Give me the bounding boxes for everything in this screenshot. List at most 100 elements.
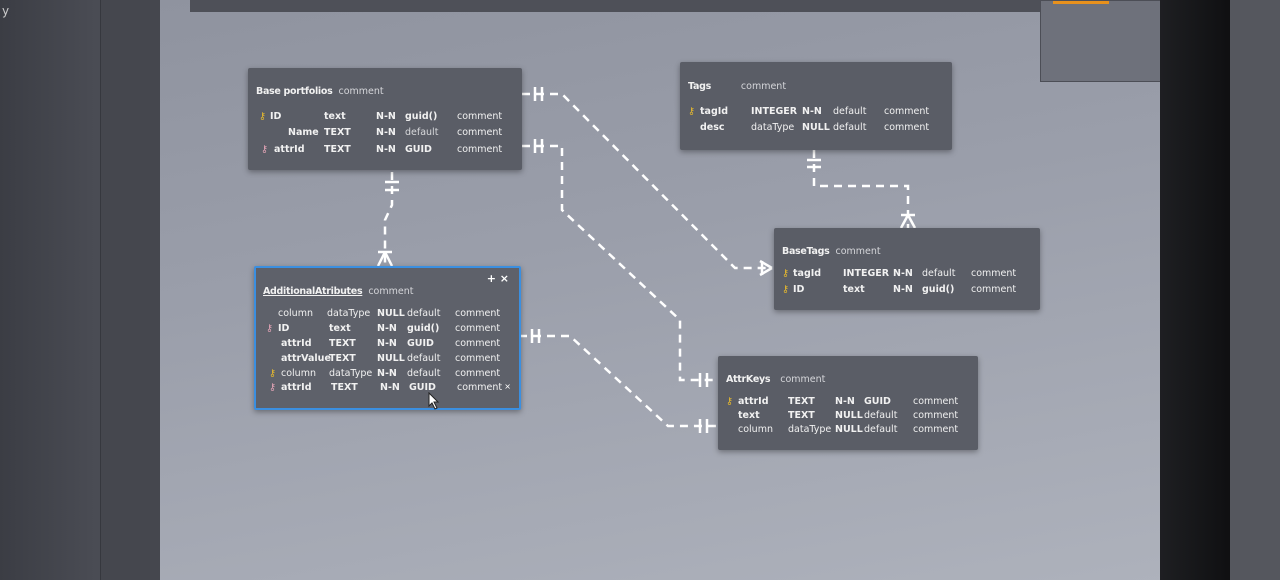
table-name[interactable]: Tags (688, 81, 711, 92)
column-null: NULL (802, 122, 830, 133)
relation-portfolio-attrkeys (522, 144, 718, 382)
table-base-portfolios[interactable]: Base portfolios comment ⚷ ID text N-N gui… (248, 68, 522, 170)
column-default: default (407, 368, 441, 379)
table-row[interactable]: Name TEXT N-N default comment (248, 127, 522, 142)
column-type: TEXT (324, 127, 351, 138)
column-null: N-N (376, 111, 396, 122)
key-icon: ⚷ (269, 368, 276, 379)
column-default: guid() (405, 111, 438, 122)
column-default: default (922, 268, 956, 279)
relation-portfolio-additional (383, 172, 394, 266)
table-row[interactable]: column dataType NULL default comment (256, 308, 519, 323)
column-comment: comment (884, 106, 930, 117)
table-name[interactable]: Base portfolios (256, 86, 333, 97)
column-name: attrId (281, 382, 312, 393)
column-default: guid() (922, 284, 955, 295)
column-comment: comment (913, 396, 959, 407)
canvas-toolbar (190, 0, 1040, 12)
column-name: Name (288, 127, 319, 138)
foreign-key-icon: ⚷ (269, 382, 276, 393)
key-icon: ⚷ (782, 268, 789, 279)
column-type: dataType (751, 122, 795, 133)
relation-additional-attrkeys (519, 334, 718, 428)
column-comment: comment (971, 284, 1017, 295)
table-name[interactable]: AdditionalAtributes (263, 286, 363, 297)
column-name: column (278, 308, 313, 319)
column-null: N-N (376, 144, 396, 155)
column-null: NULL (377, 308, 405, 319)
column-null: N-N (377, 368, 397, 379)
column-comment: comment (913, 410, 959, 421)
column-type: TEXT (331, 382, 358, 393)
key-icon: ⚷ (726, 396, 733, 407)
table-comment[interactable]: comment (835, 246, 881, 257)
column-comment: comment (455, 338, 501, 349)
table-basetags[interactable]: BaseTags comment ⚷ tagId INTEGER N-N defa… (774, 228, 1040, 310)
table-row[interactable]: ⚷ ID text N-N guid() comment (248, 111, 522, 126)
table-attrkeys[interactable]: AttrKeys comment ⚷ attrId TEXT N-N GUID c… (718, 356, 978, 450)
minimap-accent (1053, 1, 1109, 4)
table-name[interactable]: AttrKeys (726, 374, 771, 385)
column-null: N-N (893, 284, 913, 295)
column-null: N-N (376, 127, 396, 138)
table-row[interactable]: ⚷ ID text N-N guid() comment (256, 323, 519, 338)
column-default: default (407, 308, 441, 319)
table-comment[interactable]: comment (338, 86, 384, 97)
column-name: attrId (281, 338, 312, 349)
table-tools[interactable]: + × (486, 272, 509, 285)
table-row[interactable]: ⚷ attrId TEXT N-N GUID comment (718, 396, 978, 411)
table-row[interactable]: ⚷ tagId INTEGER N-N default comment (774, 268, 1040, 283)
key-icon: ⚷ (259, 111, 266, 122)
table-row[interactable]: attrId TEXT N-N GUID comment (256, 338, 519, 353)
monitor-bezel (1160, 0, 1280, 580)
monitor-left-area: y (0, 0, 161, 580)
column-type: dataType (788, 424, 832, 435)
column-comment: comment (457, 144, 503, 155)
table-row[interactable]: desc dataType NULL default comment (680, 122, 952, 137)
column-default: default (864, 424, 898, 435)
foreign-key-icon: ⚷ (261, 144, 268, 155)
column-null: NULL (835, 410, 863, 421)
table-tags[interactable]: Tags comment ⚷ tagId INTEGER N-N default … (680, 62, 952, 150)
column-type: TEXT (788, 396, 815, 407)
column-name: text (738, 410, 760, 421)
table-row[interactable]: attrValue TEXT NULL default comment (256, 353, 519, 368)
column-name: tagId (700, 106, 729, 117)
column-name: tagId (793, 268, 822, 279)
column-type: dataType (329, 368, 373, 379)
column-default: GUID (864, 396, 891, 407)
table-row[interactable]: ⚷ attrId TEXT N-N GUID comment (248, 144, 522, 159)
column-type: dataType (327, 308, 371, 319)
table-name[interactable]: BaseTags (782, 246, 830, 257)
column-null: N-N (835, 396, 855, 407)
column-type: TEXT (788, 410, 815, 421)
delete-row-button[interactable]: × (504, 382, 511, 391)
column-null: NULL (835, 424, 863, 435)
column-type: TEXT (329, 353, 356, 364)
column-default: GUID (405, 144, 432, 155)
column-default: default (864, 410, 898, 421)
column-name: desc (700, 122, 725, 133)
column-null: N-N (380, 382, 400, 393)
table-row[interactable]: text TEXT NULL default comment (718, 410, 978, 425)
table-comment[interactable]: comment (740, 81, 787, 92)
table-comment[interactable]: comment (780, 374, 826, 385)
mouse-cursor-icon (428, 392, 440, 410)
table-additional-atributes[interactable]: + × AdditionalAtributes comment column da… (254, 266, 521, 410)
column-comment: comment (457, 382, 503, 393)
column-null: N-N (893, 268, 913, 279)
column-comment: comment (457, 127, 503, 138)
table-row[interactable]: column dataType NULL default comment (718, 424, 978, 439)
column-default: default (833, 122, 867, 133)
column-name: ID (793, 284, 805, 295)
table-row[interactable]: ⚷ tagId INTEGER N-N default comment (680, 106, 952, 121)
key-icon: ⚷ (688, 106, 695, 117)
table-row[interactable]: ⚷ ID text N-N guid() comment (774, 284, 1040, 299)
column-name: column (281, 368, 316, 379)
table-row[interactable]: ⚷ column dataType N-N default comment (256, 368, 519, 383)
table-row[interactable]: ⚷ attrId TEXT N-N GUID comment × (256, 382, 519, 397)
column-type: INTEGER (843, 268, 890, 279)
table-comment[interactable]: comment (368, 286, 414, 297)
column-name: attrId (274, 144, 305, 155)
